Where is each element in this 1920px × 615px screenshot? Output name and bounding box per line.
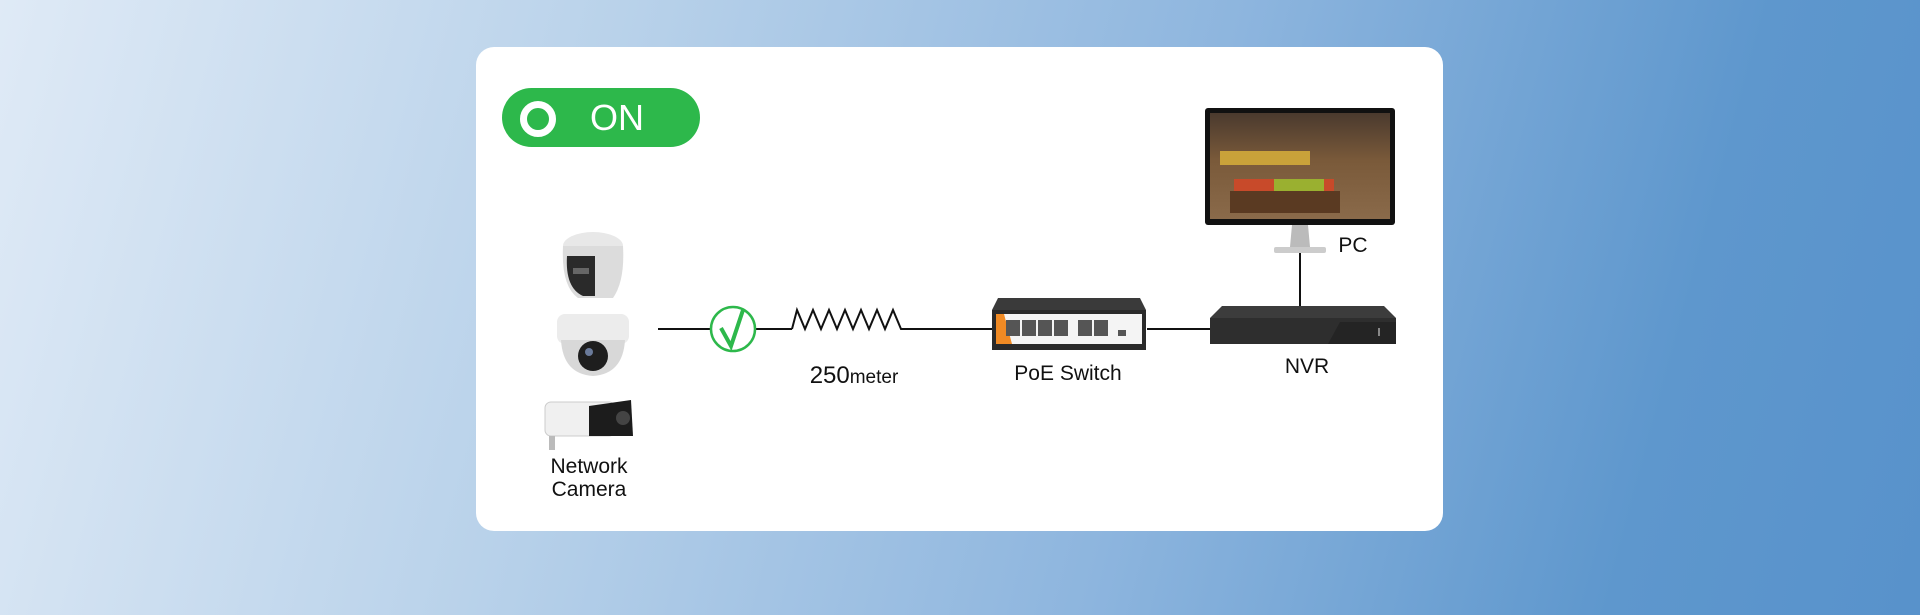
distance-unit: meter (849, 367, 899, 388)
nvr-label: NVR (1284, 355, 1330, 378)
camera-label: Network Camera (529, 455, 649, 501)
nvr-pc-cable (1299, 253, 1301, 306)
ptz-dome-camera-icon (557, 314, 629, 376)
dome-camera-icon (562, 232, 624, 298)
cable-distance: 250meter (798, 362, 910, 390)
toggle-label: ON (590, 97, 644, 138)
network-cable (658, 305, 992, 353)
power-toggle[interactable]: ON (502, 88, 700, 147)
pc-label: PC (1338, 234, 1368, 257)
check-icon (709, 305, 757, 353)
pc-monitor-icon (1205, 108, 1395, 253)
bullet-camera-icon (544, 400, 633, 450)
toggle-knob (520, 101, 556, 137)
camera-label-line2: Camera (551, 478, 627, 501)
distance-value: 250 (809, 362, 850, 389)
nvr-icon (1210, 306, 1396, 344)
switch-nvr-cable (1147, 328, 1210, 330)
poe-switch-icon (992, 298, 1146, 350)
switch-label: PoE Switch (1014, 362, 1122, 385)
camera-label-line1: Network (550, 455, 628, 478)
